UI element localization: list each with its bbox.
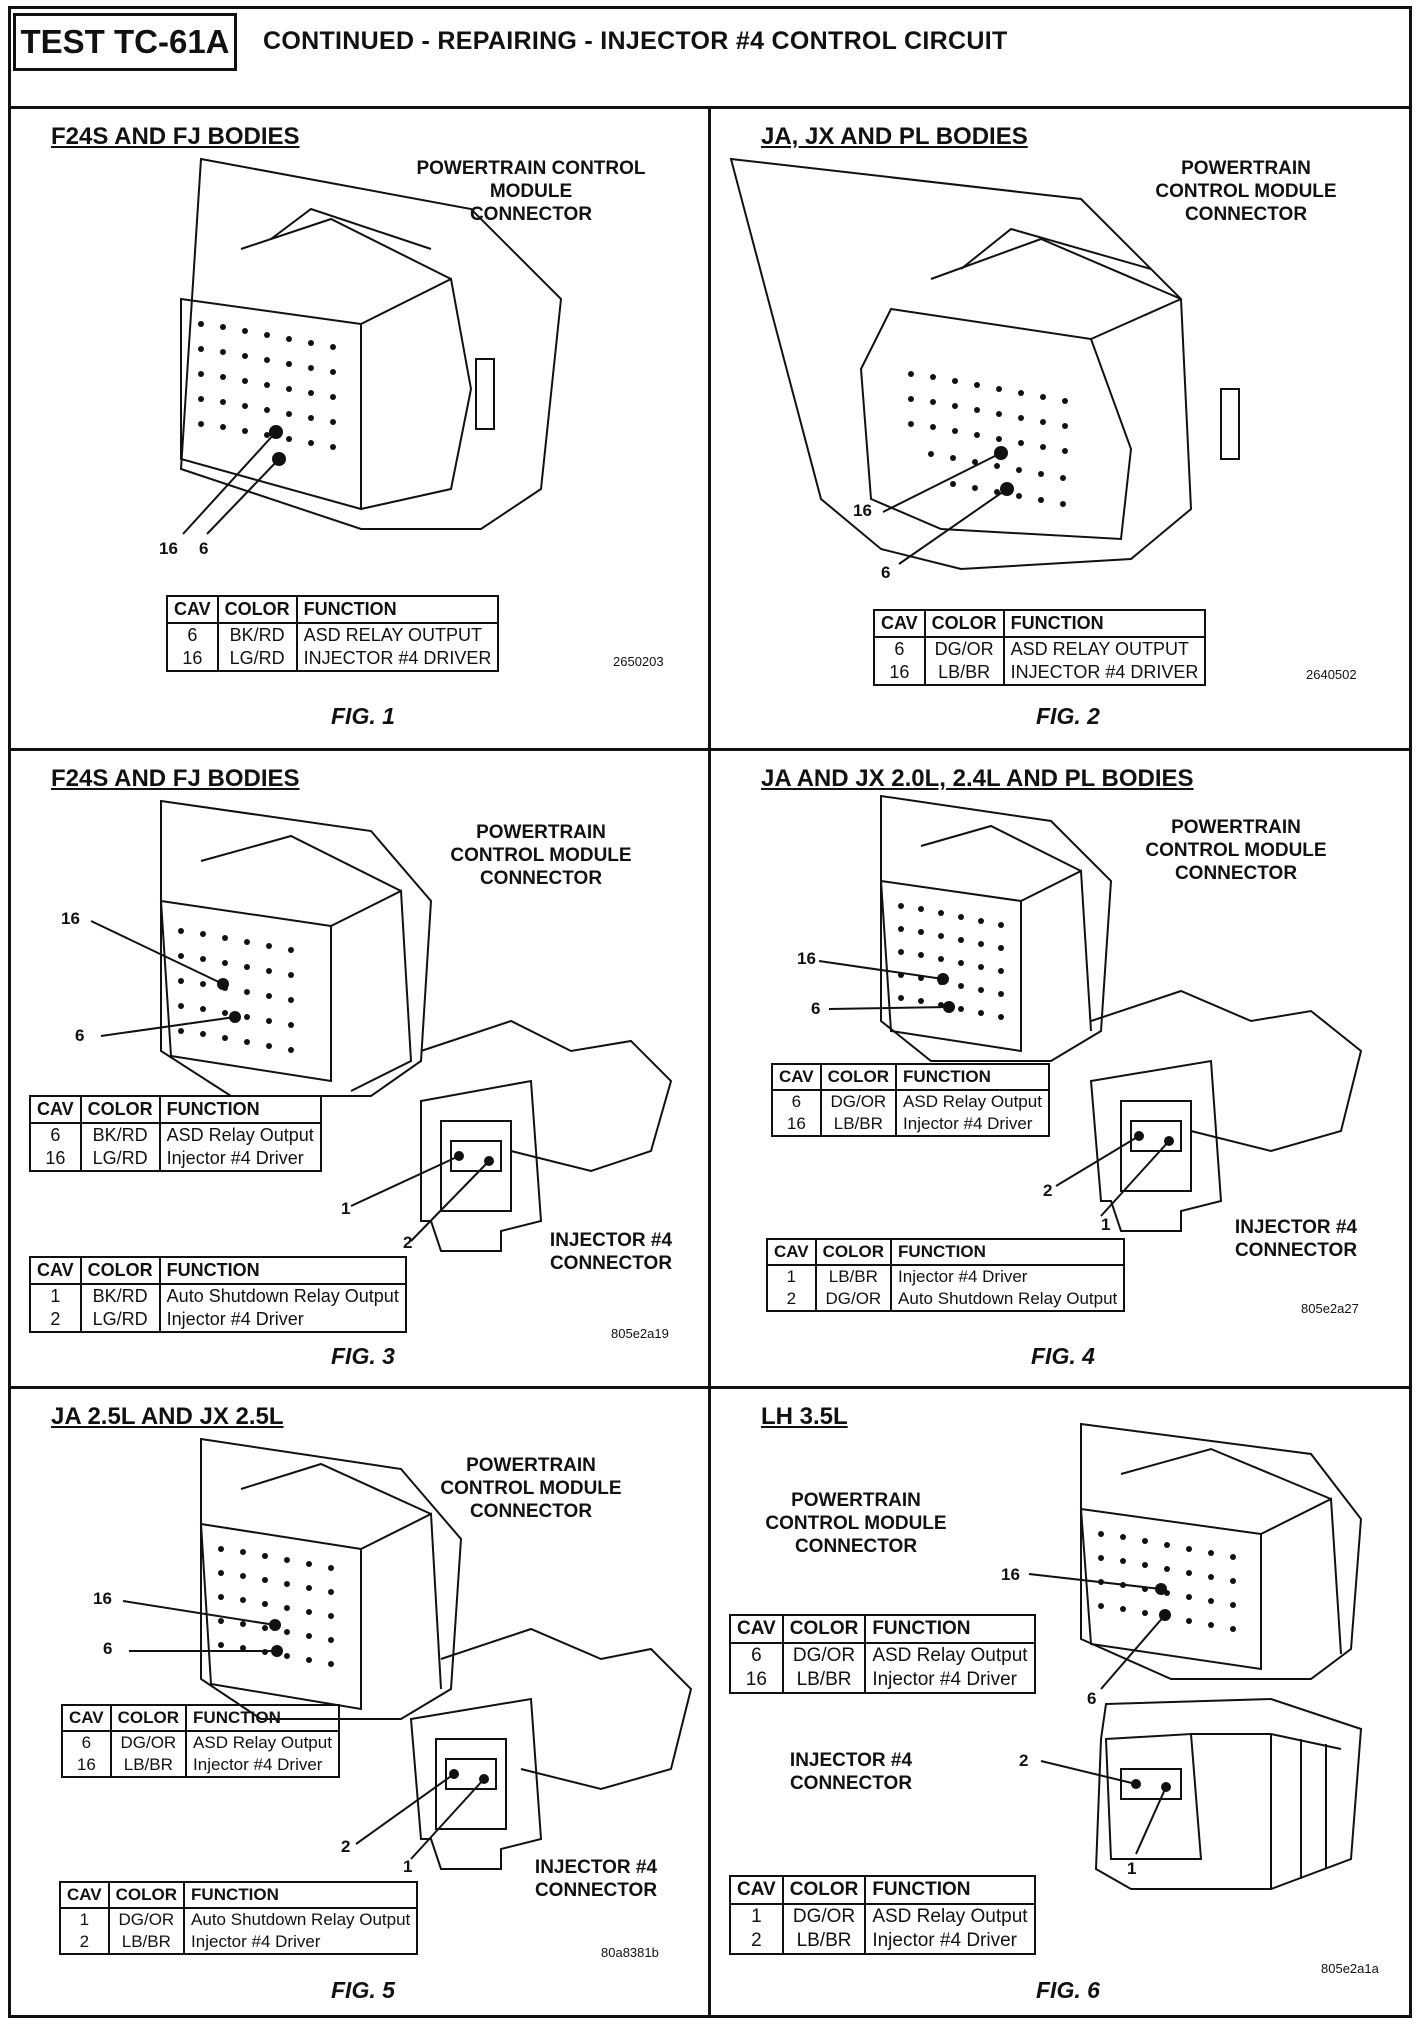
pcm-connector-drawing (179, 157, 563, 535)
pin-label: 16 (159, 539, 178, 558)
drawing-code: 805e2a1a (1321, 1961, 1379, 1976)
pin-label: 6 (199, 539, 209, 558)
pin-label: 2 (1043, 1181, 1053, 1200)
figure-panel-4: JA AND JX 2.0L, 2.4L AND PL BODIES POWER… (711, 751, 1412, 1386)
figure-title: JA 2.5L AND JX 2.5L (51, 1403, 284, 1430)
figure-caption: FIG. 3 (331, 1343, 395, 1369)
drawing-code: 805e2a19 (611, 1326, 669, 1341)
pin-label: 16 (853, 501, 872, 520)
figure-title: F24S AND FJ BODIES (51, 123, 300, 150)
test-id-box: TEST TC-61A (13, 13, 237, 71)
row-divider-2 (11, 1386, 1409, 1389)
pin-label: 16 (1001, 1565, 1020, 1584)
pin-label: 2 (341, 1837, 351, 1856)
pin-label: 6 (103, 1639, 113, 1658)
drawing-code: 2650203 (613, 654, 664, 669)
pin-label: 16 (93, 1589, 112, 1608)
pin-label: 1 (1127, 1859, 1137, 1878)
row-divider-1 (11, 748, 1409, 751)
figure-caption: FIG. 6 (1036, 1977, 1100, 2003)
figure-title: LH 3.5L (761, 1403, 848, 1430)
pin-label: 1 (1101, 1215, 1111, 1234)
pin-label: 6 (75, 1026, 85, 1045)
figure-title: F24S AND FJ BODIES (51, 765, 300, 792)
figure-caption: FIG. 2 (1036, 703, 1100, 729)
connector-drawings (122, 1437, 693, 1870)
pin-label: 16 (61, 909, 80, 928)
pin-label: 1 (341, 1199, 351, 1218)
pin-label: 6 (811, 999, 821, 1018)
pin-label: 1 (403, 1857, 413, 1876)
figure-caption: FIG. 1 (331, 703, 395, 729)
figure-caption: FIG. 5 (331, 1977, 395, 2003)
drawing-code: 805e2a27 (1301, 1301, 1359, 1316)
figure-caption: FIG. 4 (1031, 1343, 1095, 1369)
pcm-connector-drawing (729, 157, 1240, 571)
connector-drawings (818, 794, 1363, 1232)
connector-drawings (90, 799, 673, 1252)
figure-title: JA, JX AND PL BODIES (761, 123, 1028, 150)
service-manual-page: TEST TC-61A CONTINUED - REPAIRING - INJE… (8, 6, 1412, 2018)
pin-label: 6 (881, 563, 891, 582)
page-title: CONTINUED - REPAIRING - INJECTOR #4 CONT… (263, 27, 1008, 55)
column-divider (708, 106, 711, 2018)
connector-drawings (1028, 1422, 1363, 1890)
drawing-code: 80a8381b (601, 1945, 659, 1960)
pin-label: 16 (797, 949, 816, 968)
page-header: TEST TC-61A CONTINUED - REPAIRING - INJE… (11, 9, 1409, 109)
pin-label: 2 (403, 1233, 413, 1252)
pin-label: 6 (1087, 1689, 1097, 1708)
pin-label: 2 (1019, 1751, 1029, 1770)
drawing-code: 2640502 (1306, 667, 1357, 682)
figure-title: JA AND JX 2.0L, 2.4L AND PL BODIES (761, 765, 1194, 792)
